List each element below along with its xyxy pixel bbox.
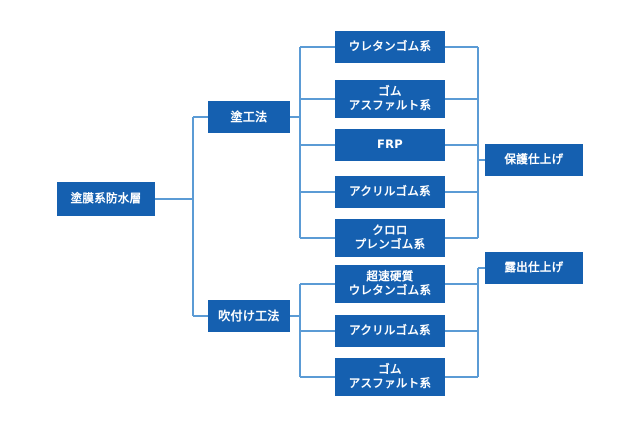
node-material-fast-cure-urethane[interactable]: 超速硬質 ウレタンゴム系 <box>335 265 445 303</box>
node-material-acrylic-rubber-upper[interactable]: アクリルゴム系 <box>335 176 445 208</box>
node-method-spray-label: 吹付け工法 <box>218 308 280 323</box>
node-material-acrylic-rubber-upper-label: アクリルゴム系 <box>349 184 431 199</box>
node-material-urethane-rubber-label: ウレタンゴム系 <box>348 39 432 54</box>
node-method-paint-label: 塗工法 <box>230 109 268 124</box>
node-root-label: 塗膜系防水層 <box>70 191 142 206</box>
node-finish-protected[interactable]: 保護仕上げ <box>485 144 583 176</box>
node-method-paint[interactable]: 塗工法 <box>208 101 290 133</box>
node-material-rubber-asphalt-upper-label: ゴム アスファルト系 <box>348 84 432 112</box>
node-material-rubber-asphalt-upper[interactable]: ゴム アスファルト系 <box>335 80 445 118</box>
node-root[interactable]: 塗膜系防水層 <box>57 182 155 216</box>
node-material-urethane-rubber[interactable]: ウレタンゴム系 <box>335 31 445 63</box>
node-material-chloroprene-rubber[interactable]: クロロ プレンゴム系 <box>335 219 445 257</box>
node-material-acrylic-rubber-lower[interactable]: アクリルゴム系 <box>335 315 445 347</box>
node-material-acrylic-rubber-lower-label: アクリルゴム系 <box>349 323 431 338</box>
node-material-chloroprene-rubber-label: クロロ プレンゴム系 <box>354 223 426 251</box>
node-material-frp[interactable]: FRP <box>335 129 445 161</box>
node-material-rubber-asphalt-lower-label: ゴム アスファルト系 <box>348 362 432 390</box>
node-method-spray[interactable]: 吹付け工法 <box>208 300 290 332</box>
node-material-rubber-asphalt-lower[interactable]: ゴム アスファルト系 <box>335 358 445 396</box>
node-finish-exposed[interactable]: 露出仕上げ <box>485 252 583 284</box>
node-material-frp-label: FRP <box>376 137 404 152</box>
node-material-fast-cure-urethane-label: 超速硬質 ウレタンゴム系 <box>348 269 432 297</box>
node-finish-protected-label: 保護仕上げ <box>504 152 564 167</box>
node-finish-exposed-label: 露出仕上げ <box>504 260 564 275</box>
